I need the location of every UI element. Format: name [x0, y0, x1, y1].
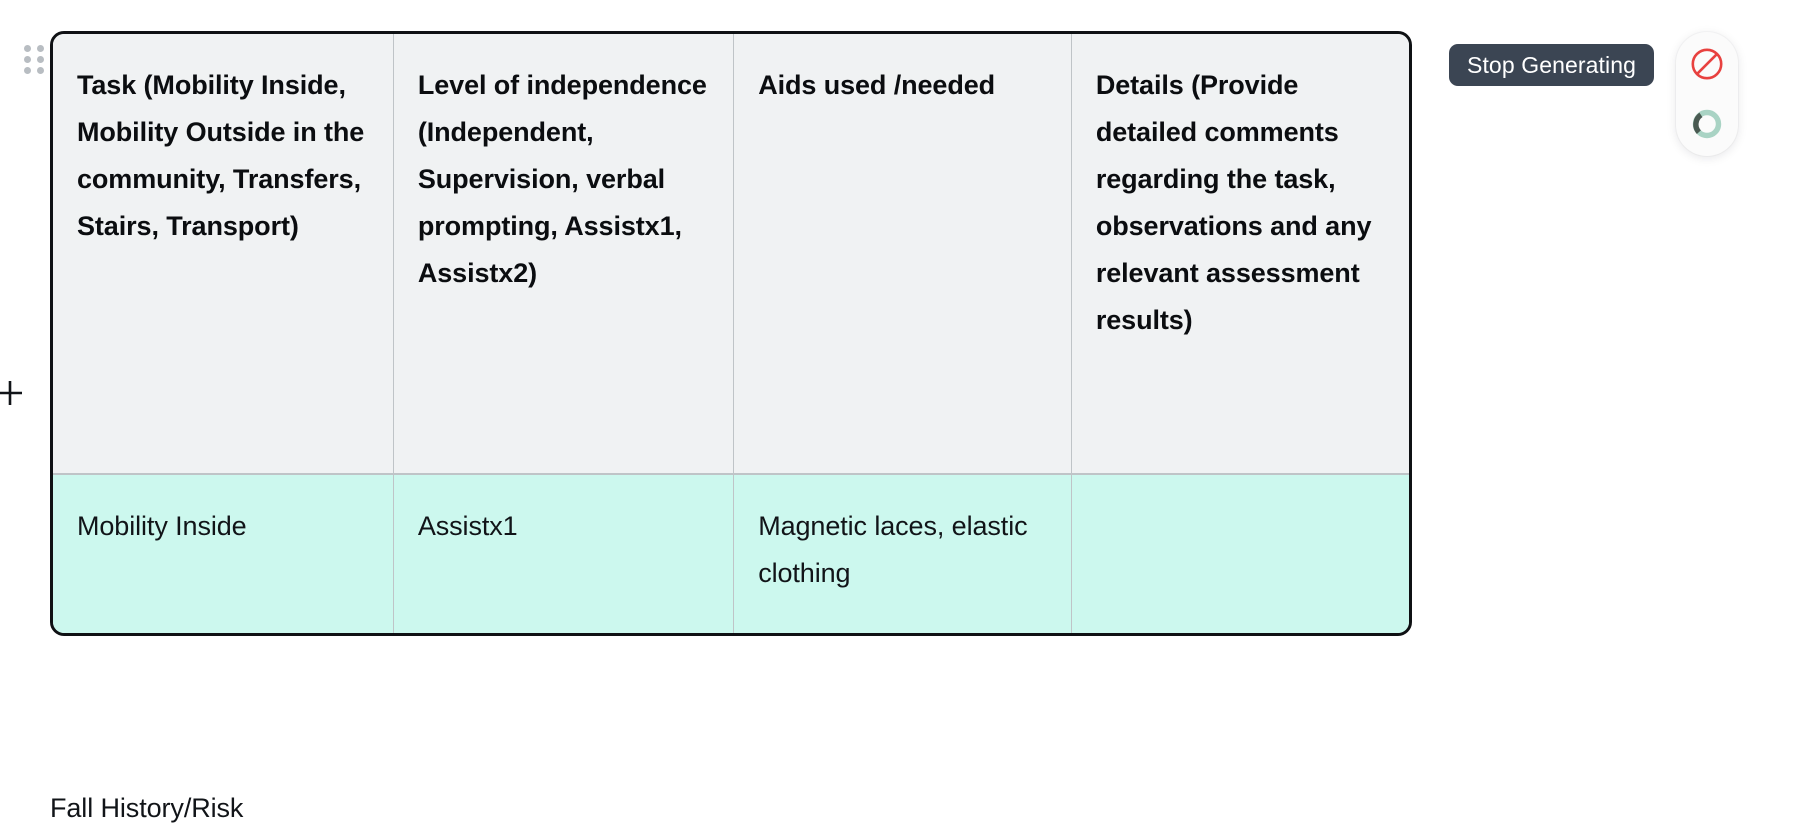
- assessment-table[interactable]: Task (Mobility Inside, Mobility Outside …: [50, 31, 1412, 636]
- table-body: Mobility Inside Assistx1 Magnetic laces,…: [53, 474, 1409, 633]
- table-row[interactable]: Mobility Inside Assistx1 Magnetic laces,…: [53, 474, 1409, 633]
- column-header-aids-used: Aids used /needed: [733, 34, 1072, 475]
- column-header-details: Details (Provide detailed comments regar…: [1071, 34, 1409, 475]
- drag-dot: [37, 56, 44, 63]
- cell-level-of-independence[interactable]: Assistx1: [393, 474, 735, 633]
- drag-dot: [37, 67, 44, 74]
- stop-generating-tooltip: Stop Generating: [1449, 44, 1655, 86]
- loading-spinner-icon: [1685, 102, 1729, 146]
- trailing-paragraph: Fall History/Risk: [50, 793, 244, 823]
- column-header-task: Task (Mobility Inside, Mobility Outside …: [53, 34, 394, 475]
- table-head: Task (Mobility Inside, Mobility Outside …: [53, 34, 1409, 475]
- generation-controls-pill: [1676, 32, 1738, 156]
- table-header-row: Task (Mobility Inside, Mobility Outside …: [53, 34, 1409, 475]
- stop-generating-button[interactable]: [1685, 42, 1729, 86]
- column-header-level-of-independence: Level of independence (Independent, Supe…: [393, 34, 735, 475]
- drag-dot: [24, 45, 31, 52]
- drag-dot: [24, 67, 31, 74]
- cell-details[interactable]: [1071, 474, 1409, 633]
- drag-dot: [37, 45, 44, 52]
- cell-task[interactable]: Mobility Inside: [53, 474, 394, 633]
- cell-aids-used[interactable]: Magnetic laces, elastic clothing: [733, 474, 1072, 633]
- table-grid: Task (Mobility Inside, Mobility Outside …: [53, 34, 1409, 633]
- drag-dot: [24, 56, 31, 63]
- drag-handle-icon[interactable]: [24, 45, 46, 77]
- add-block-icon[interactable]: [0, 376, 27, 410]
